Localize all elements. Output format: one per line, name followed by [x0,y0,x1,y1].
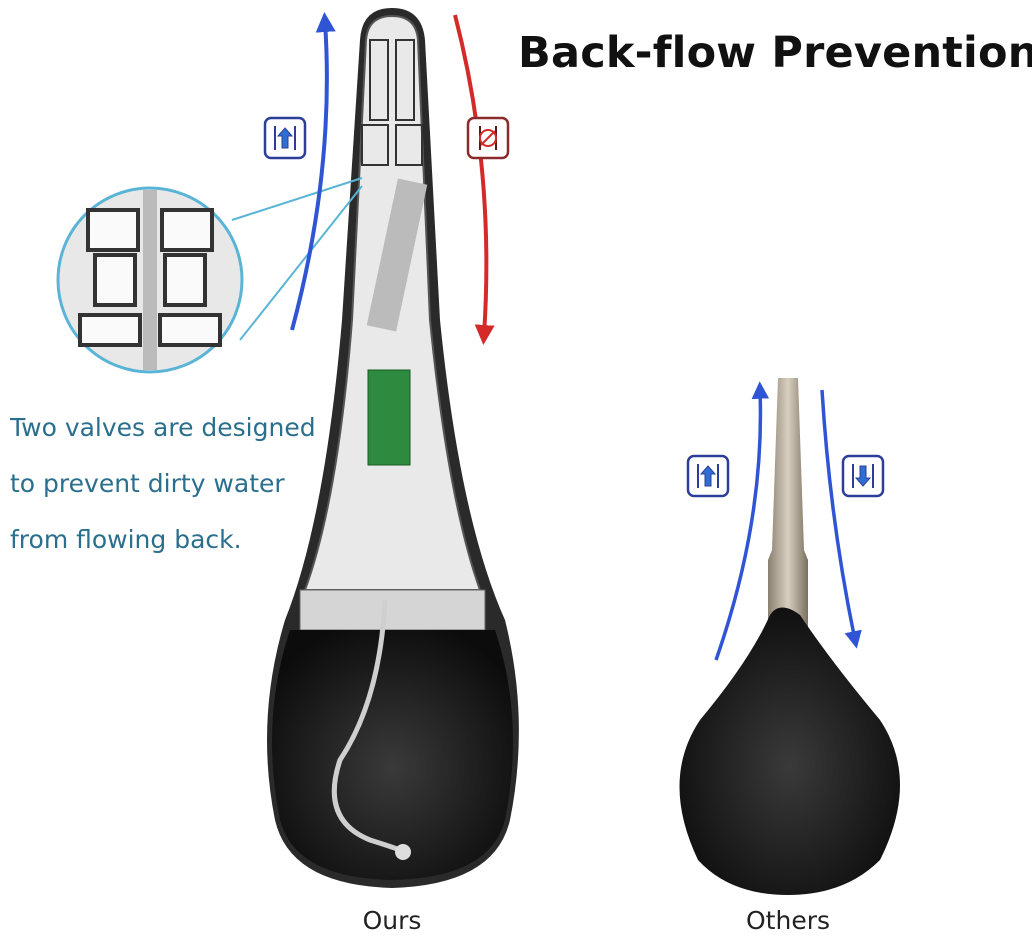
description-line: to prevent dirty water [10,469,285,498]
description-line: Two valves are designed [10,413,316,442]
page-title: Back-flow Prevention [518,28,1032,78]
ours-device [267,8,519,888]
others-up-flow-arrow [714,381,770,661]
description-line: from flowing back. [10,525,242,554]
down-flow-icon [841,454,885,498]
one-way-up-flow-icon [263,116,307,160]
callout-line [231,177,363,221]
caption-ours: Ours [362,906,422,935]
valve-callout-magnifier [56,186,244,374]
caption-others: Others [745,906,831,935]
blocked-back-flow-icon [466,116,510,160]
up-flow-icon [686,454,730,498]
others-down-flow-arrow [820,389,862,649]
blocked-flow-arrow [453,14,495,345]
valve-description: Two valves are designed to prevent dirty… [10,400,316,568]
others-device [679,378,900,895]
up-flow-arrow [290,12,336,331]
